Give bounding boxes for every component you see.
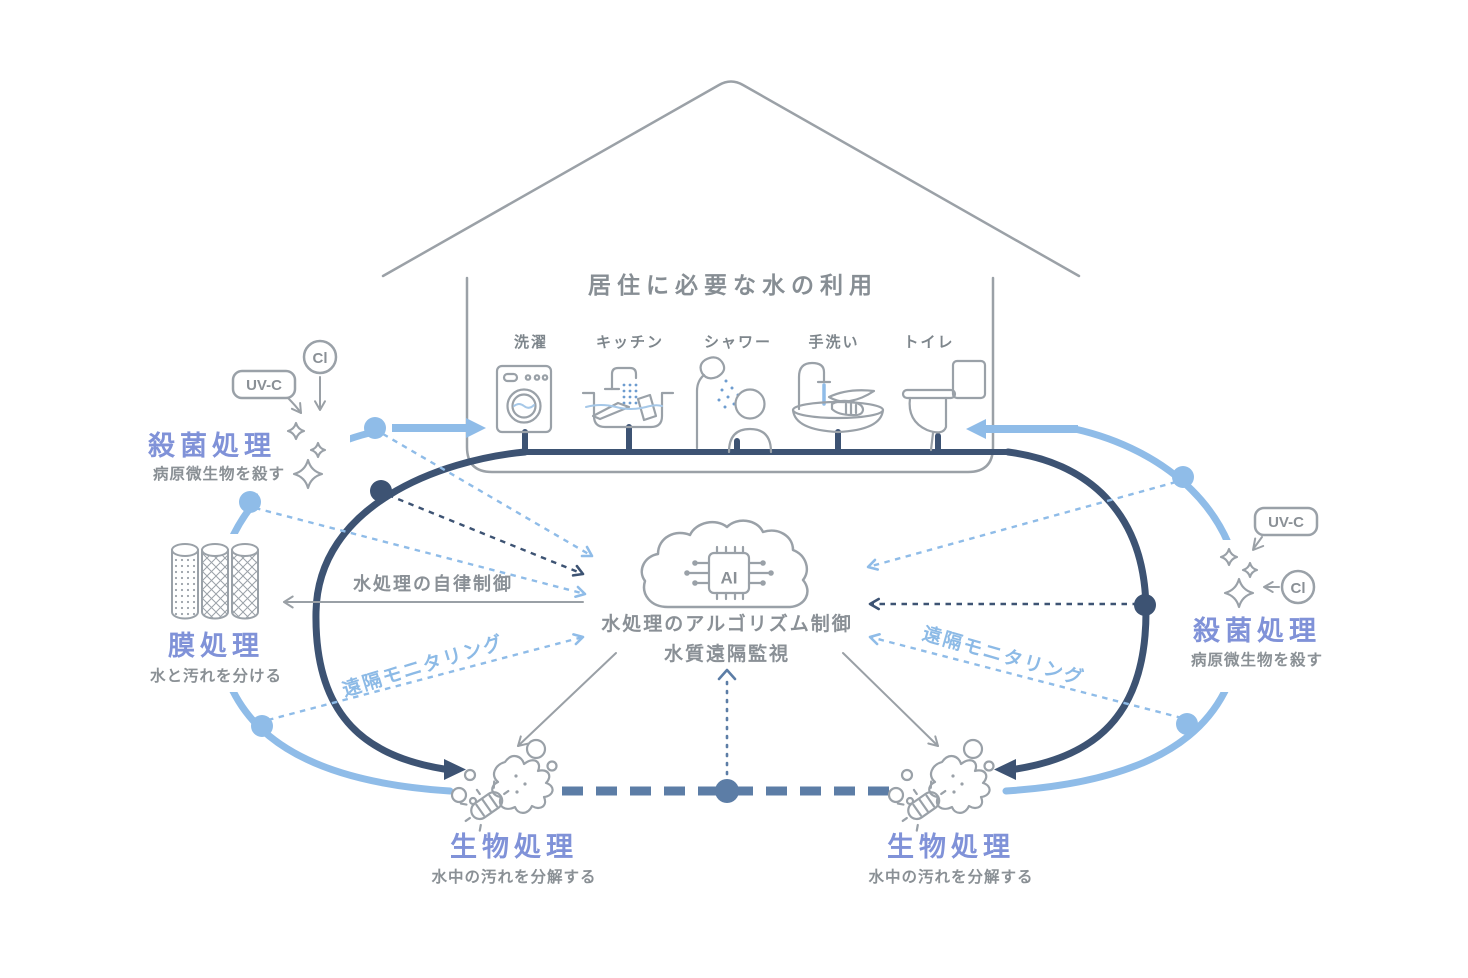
sterilization-left-desc: 病原微生物を殺す: [153, 464, 285, 483]
microorganism-icon: [450, 738, 558, 832]
toilet-icon: [901, 359, 987, 452]
appliance-label-laundry: 洗濯: [514, 333, 548, 351]
sparkle-icon-left: [286, 421, 327, 490]
house-outline: [381, 80, 1081, 474]
control-arrow-to-bio-left: [517, 652, 617, 747]
remote-monitoring-left-label: 遠隔モニタリング: [339, 630, 506, 701]
appliance-label-handwash: 手洗い: [808, 333, 859, 351]
sensor-node-dots: [239, 417, 1198, 803]
cl-badge-right: Cl: [1291, 580, 1306, 597]
membrane-treatment: 膜処理 水と汚れを分ける: [150, 543, 282, 685]
kitchen-sink-icon: [581, 366, 675, 429]
uvc-badge-right: UV-C: [1268, 514, 1304, 531]
cl-badge-left: Cl: [313, 350, 328, 367]
bio-left-title: 生物処理: [450, 831, 578, 862]
sparkle-icon-right: [1219, 547, 1259, 609]
shower-icon: [695, 356, 773, 454]
waste-pipes: [522, 424, 1011, 455]
sterilization-left: UV-C Cl 殺菌処理 病原微生物を殺す: [148, 339, 338, 490]
sterilization-right: UV-C Cl 殺菌処理 病原微生物を殺す: [1191, 506, 1323, 669]
house-title: 居住に必要な水の利用: [588, 272, 878, 298]
appliance-label-shower: シャワー: [704, 334, 772, 351]
bio-link-dashed: [562, 668, 892, 796]
membrane-title: 膜処理: [168, 630, 264, 661]
ai-cloud: AI 水処理のアルゴリズム制御 水質遠隔監視: [601, 519, 852, 665]
bio-left-desc: 水中の汚れを分解する: [431, 867, 596, 886]
bio-right-title: 生物処理: [887, 831, 1015, 862]
washing-machine-icon: [495, 364, 553, 434]
mask-right-sterilization: [1198, 540, 1348, 692]
supply-arrow-right: [966, 419, 1078, 439]
mask-left-sparkles: [258, 402, 350, 502]
control-arrow-to-bio-right: [842, 652, 939, 747]
ai-caption-line2: 水質遠隔監視: [664, 642, 790, 665]
ai-chip-icon: AI: [684, 545, 774, 601]
sterilization-left-title: 殺菌処理: [148, 430, 276, 461]
bio-right-desc: 水中の汚れを分解する: [868, 867, 1033, 886]
sterilization-right-desc: 病原微生物を殺す: [1191, 650, 1323, 669]
appliance-label-toilet: トイレ: [903, 334, 954, 351]
autonomous-control-arrow: [283, 595, 584, 609]
uvc-badge-left: UV-C: [246, 377, 282, 394]
sterilization-right-title: 殺菌処理: [1193, 615, 1321, 646]
membrane-filter-icon: [171, 543, 259, 620]
ai-caption-line1: 水処理のアルゴリズム制御: [601, 612, 852, 635]
membrane-desc: 水と汚れを分ける: [150, 666, 282, 685]
waste-arc-right: [994, 448, 1150, 780]
autonomous-control-label: 水処理の自律制御: [353, 573, 513, 594]
microorganism-icon-right: [887, 738, 995, 836]
monitor-links: [254, 432, 1183, 722]
ai-chip-label: AI: [721, 568, 738, 587]
handwash-icon: [791, 361, 885, 434]
supply-arrow-left: [392, 418, 486, 438]
appliance-label-kitchen: キッチン: [596, 334, 664, 351]
